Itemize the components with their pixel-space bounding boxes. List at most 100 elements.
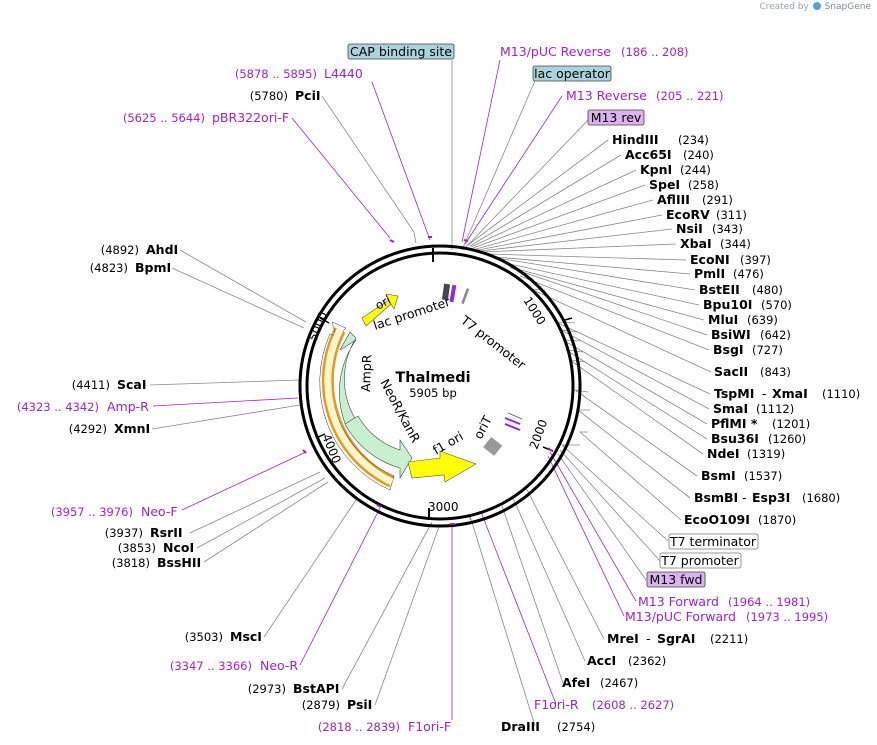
- plasmid-name: Thalmedi: [395, 370, 470, 386]
- enzyme-site-label: SmaI: [713, 401, 748, 416]
- enzyme-site-label: MluI: [708, 312, 738, 327]
- backbone: [298, 244, 582, 528]
- right-boxes: T7 terminator T7 promoter M13 fwd M13 Fo…: [318, 533, 828, 734]
- enzyme-site-label: NsiI: [676, 221, 703, 236]
- amp-r-range: (4323 .. 4342): [17, 400, 99, 414]
- enzyme-site-position: (727): [752, 343, 783, 357]
- enzyme-site-label: Acc65I: [625, 147, 672, 162]
- t7-promoter-box: [659, 552, 742, 569]
- plasmid-size: 5905 bp: [409, 386, 457, 400]
- enzyme-site-position: (1110): [822, 387, 860, 401]
- ori-label: ori: [373, 293, 393, 313]
- enzyme-site-label: BsmI: [701, 468, 736, 483]
- enzyme-site-label: NdeI: [707, 446, 740, 461]
- pcii-leader: [321, 95, 417, 244]
- enzyme-site-position: (311): [716, 208, 747, 222]
- m13puc-forward-range: (1973 .. 1995): [746, 610, 828, 624]
- features: ori lac promoter T7 promoter AmpR NeoR/K…: [319, 293, 529, 491]
- enzyme-site-label-2: Esp3I: [752, 490, 790, 505]
- ahdi-pos: (4892): [101, 243, 139, 257]
- enzyme-site-position: (258): [688, 178, 719, 192]
- m13rev-label: M13 rev: [591, 110, 642, 125]
- neo-f-label: Neo-F: [141, 504, 178, 519]
- bstapi-pos: (2973): [248, 682, 286, 696]
- ampr-label: AmpR: [358, 354, 374, 392]
- credit-prefix: Created by: [759, 2, 809, 12]
- afei-pos: (2467): [600, 676, 638, 690]
- enzyme-site-label: BsmBI: [694, 490, 738, 505]
- draiii-label: DraIII: [501, 719, 540, 734]
- enzyme-site-position: (480): [752, 283, 783, 297]
- xmni-label: XmnI: [114, 421, 150, 436]
- tick-2000: 2000: [527, 418, 551, 451]
- lac-operator-leader: [461, 75, 538, 251]
- msci-pos: (3503): [185, 630, 223, 644]
- t7-mark: [461, 288, 470, 305]
- rsrii-label: RsrII: [150, 525, 183, 540]
- m13puc-rev-leader: [461, 59, 501, 243]
- pbr-range: (5625 .. 5644): [123, 111, 205, 125]
- cap-box: [347, 43, 455, 60]
- lac-operator-box: [532, 65, 612, 82]
- enzyme-site-position: (397): [740, 253, 771, 267]
- primer-ticks: [302, 236, 553, 525]
- pcii-pos: (5780): [250, 89, 288, 103]
- psii-label: PsiI: [347, 697, 372, 712]
- enzyme-site-label: HindIII: [612, 132, 659, 147]
- pcii-label: PciI: [295, 88, 321, 103]
- right-enzyme-sites: HindIII(234)Acc65I(240)KpnI(244)SpeI(258…: [612, 132, 860, 527]
- enzyme-site-label: Bpu10I: [703, 297, 752, 312]
- f1ori-r-label: F1ori-R: [534, 697, 579, 712]
- f1ori-f-label: F1ori-F: [408, 719, 451, 734]
- f1ori-label: f1 ori: [430, 428, 466, 457]
- mrei-dash: -: [646, 631, 651, 646]
- xmni-pos: (4292): [69, 422, 107, 436]
- enzyme-site-position: (234): [678, 133, 709, 147]
- ncoi-pos: (3853): [118, 541, 156, 555]
- enzyme-site-label: BsgI: [713, 342, 744, 357]
- enzyme-site-label: Bsu36I: [711, 431, 759, 446]
- ncoi-label: NcoI: [163, 540, 194, 555]
- m13rev-leader: [465, 117, 591, 248]
- credit-brand: SnapGene: [824, 2, 871, 12]
- neo-r-label: Neo-R: [260, 658, 298, 673]
- bpmi-pos: (4823): [90, 261, 128, 275]
- bpmi-label: BpmI: [135, 260, 171, 275]
- tick-1000: 1000: [520, 294, 548, 327]
- enzyme-dash: -: [762, 386, 767, 401]
- acci-pos: (2362): [628, 654, 666, 668]
- enzyme-site-position: (343): [712, 222, 743, 236]
- t7-promoter-label: T7 promoter: [457, 312, 529, 373]
- orit-marker: [483, 436, 503, 456]
- enzyme-site-position: (1201): [772, 417, 810, 431]
- ori-arrow: [361, 293, 399, 327]
- mrei-pos: (2211): [710, 632, 748, 646]
- enzyme-site-label: SacII: [714, 364, 748, 379]
- enzyme-site-position: (240): [683, 148, 714, 162]
- m13-reverse-label: M13 Reverse: [566, 88, 647, 103]
- bstapi-label: BstAPI: [293, 681, 339, 696]
- enzyme-site-position: (291): [702, 193, 733, 207]
- enzyme-site-position: (1680): [802, 491, 840, 505]
- neo-r-range: (3347 .. 3366): [170, 659, 252, 673]
- primer-marks-top: [449, 284, 457, 303]
- amp-r-label: Amp-R: [107, 399, 149, 414]
- m13-reverse-leader: [464, 95, 563, 245]
- backbone-marks: [441, 283, 523, 456]
- scai-label: ScaI: [117, 377, 147, 392]
- m13puc-rev-label: M13/pUC Reverse: [500, 44, 611, 59]
- ahdi-label: AhdI: [146, 242, 178, 257]
- l4440-label: L4440: [324, 66, 363, 81]
- enzyme-site-position: (843): [760, 365, 791, 379]
- t7-terminator-box: [668, 533, 759, 550]
- m13rev-box: [587, 109, 645, 126]
- neo-f-range: (3957 .. 3976): [51, 505, 133, 519]
- enzyme-site-label: BstEII: [699, 282, 740, 297]
- enzyme-site-label-2: XmaI: [772, 386, 808, 401]
- tick-3000: 3000: [428, 500, 459, 514]
- snapgene-logo-icon: [812, 2, 821, 10]
- enzyme-site-position: (642): [760, 328, 791, 342]
- enzyme-site-position: (476): [733, 267, 764, 281]
- lac-marker: [441, 283, 451, 301]
